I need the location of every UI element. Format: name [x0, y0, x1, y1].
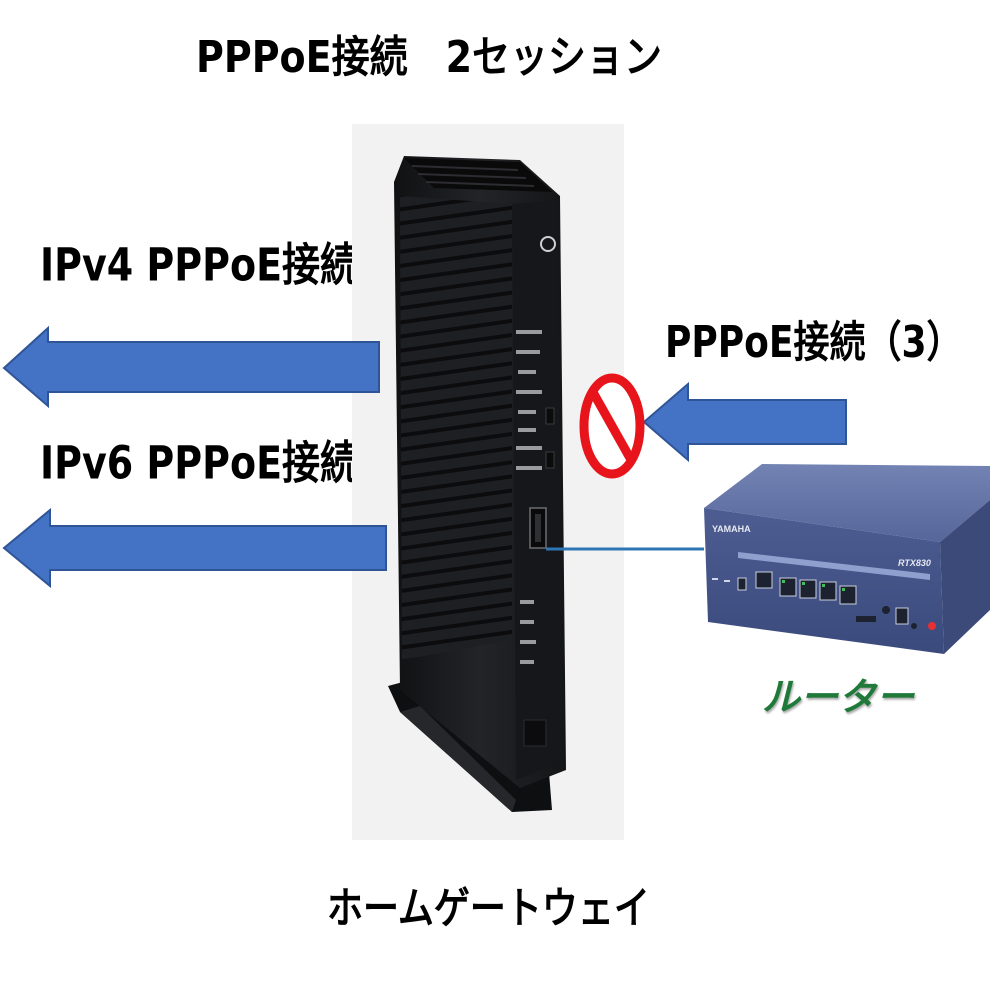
router-brand-text: YAMAHA	[712, 524, 751, 534]
router-device: YAMAHA RTX830	[704, 464, 990, 654]
arrow-ipv6	[2, 507, 387, 589]
home-gateway-device	[388, 156, 566, 812]
arrow-left-icon	[2, 507, 387, 589]
pppoe3-connection-label: PPPoE接続（3）	[665, 318, 963, 368]
router-label: ルーター	[762, 675, 915, 719]
router-model-text: RTX830	[898, 558, 931, 568]
diagram-title: PPPoE接続 2セッション	[196, 31, 663, 83]
prohibited-icon	[579, 373, 645, 479]
arrow-left-icon	[642, 381, 847, 463]
arrow-ipv4	[2, 325, 380, 409]
arrow-pppoe3	[642, 381, 847, 463]
arrow-left-icon	[2, 325, 380, 409]
home-gateway-label: ホームゲートウェイ	[327, 884, 650, 934]
